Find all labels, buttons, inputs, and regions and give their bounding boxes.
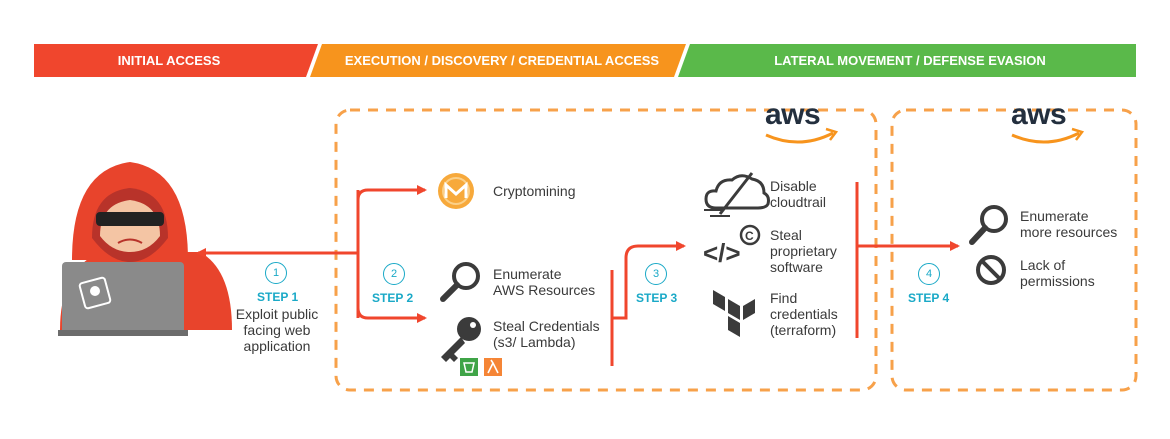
phase-bar-lateral-movement — [678, 44, 1136, 77]
lack-permissions-label: Lack of permissions — [1020, 257, 1095, 289]
step2-arrow-credentials — [356, 307, 427, 323]
text-line: cloudtrail — [770, 194, 827, 210]
lambda-icon — [484, 358, 502, 376]
step2-label: STEP 2 — [372, 291, 414, 305]
svg-text:</>: </> — [703, 238, 741, 268]
phase-label-execution: EXECUTION / DISCOVERY / CREDENTIAL ACCES… — [344, 53, 660, 68]
step1-desc-line: facing web — [243, 322, 311, 338]
step4-label: STEP 4 — [908, 291, 950, 305]
aws-environment-box-2 — [890, 108, 1138, 392]
monero-coin-icon — [438, 173, 474, 209]
text-line: permissions — [1020, 273, 1095, 289]
enumerate-aws-label: Enumerate AWS Resources — [493, 266, 595, 298]
text-line: Disable — [770, 178, 817, 194]
prohibited-icon — [976, 255, 1006, 285]
step3-label: STEP 3 — [636, 291, 678, 305]
aws-smile-1 — [765, 131, 834, 144]
aws-smile-arrowhead-1 — [825, 127, 839, 141]
disable-cloudtrail-label: Disable cloudtrail — [770, 178, 826, 210]
terraform-icon — [713, 290, 755, 337]
key-icon — [441, 317, 481, 362]
step1-desc-line: application — [243, 338, 311, 354]
aws-environment-box-1 — [334, 108, 878, 392]
magnifier-icon — [440, 262, 480, 302]
text-line: (s3/ Lambda) — [493, 334, 576, 350]
phase-label-lateral-movement: LATERAL MOVEMENT / DEFENSE EVASION — [774, 53, 1046, 68]
find-credentials-label: Find credentials (terraform) — [770, 290, 838, 338]
text-line: Lack of — [1020, 257, 1066, 273]
text-line: (terraform) — [770, 322, 837, 338]
text-line: Steal Credentials — [493, 318, 600, 334]
text-line: AWS Resources — [493, 282, 596, 298]
steal-software-label: Steal proprietary software — [770, 227, 837, 275]
step2-number: 2 — [383, 263, 405, 285]
s3-bucket-icon — [460, 358, 478, 376]
aws-logo-1: aws — [765, 98, 821, 131]
text-line: Enumerate — [493, 266, 562, 282]
step2-arrow-cryptomining — [356, 185, 427, 201]
svg-text:C: C — [745, 229, 754, 243]
text-line: software — [770, 259, 823, 275]
text-line: Find — [770, 290, 798, 306]
code-copyright-icon: </> C — [703, 224, 761, 268]
steal-credentials-label: Steal Credentials (s3/ Lambda) — [493, 318, 600, 350]
aws-smile-2 — [1011, 131, 1080, 144]
phase-banner — [34, 44, 1136, 77]
phase-label-initial-access: INITIAL ACCESS — [117, 53, 221, 68]
step3-arrow — [612, 241, 686, 320]
text-line: more resources — [1020, 224, 1118, 240]
step1-desc-line: Exploit public — [235, 306, 319, 322]
step1-number: 1 — [265, 262, 287, 284]
phase-bar-execution — [310, 44, 686, 77]
cryptomining-label: Cryptomining — [493, 183, 576, 199]
cloud-off-icon — [704, 172, 770, 217]
magnifier-icon-step4 — [969, 205, 1008, 245]
text-line: proprietary — [770, 243, 837, 259]
phase-bar-initial-access — [34, 44, 318, 77]
step1-description: Exploit public facing web application — [222, 306, 332, 354]
text-line: Steal — [770, 227, 802, 243]
enumerate-more-label: Enumerate more resources — [1020, 208, 1117, 240]
step1-label: STEP 1 — [257, 290, 299, 304]
step4-number: 4 — [918, 263, 940, 285]
aws-smile-arrowhead-2 — [1071, 127, 1085, 141]
text-line: credentials — [770, 306, 838, 322]
aws-logo-2: aws — [1011, 98, 1067, 131]
hacker-illustration — [58, 162, 232, 336]
text-line: Enumerate — [1020, 208, 1089, 224]
step3-number: 3 — [645, 263, 667, 285]
